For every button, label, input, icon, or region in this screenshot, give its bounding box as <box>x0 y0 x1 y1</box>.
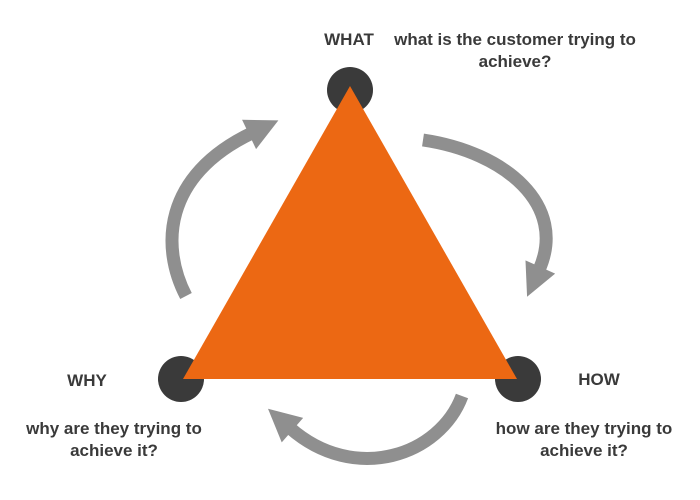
triangle-shape <box>183 86 517 379</box>
node-label-what: WHAT <box>324 30 374 49</box>
node-question-how: how are they trying to achieve it? <box>484 418 684 462</box>
node-question-what: what is the customer trying to achieve? <box>390 29 640 73</box>
question-line: what is the customer trying to <box>394 30 636 49</box>
node-label-why: WHY <box>67 371 107 390</box>
cycle-arrow-how-to-why-icon <box>267 393 469 465</box>
cycle-arrow-why-to-what-icon <box>165 119 279 299</box>
question-line: achieve? <box>478 52 552 71</box>
question-line: how are they trying to <box>495 419 673 438</box>
question-line: achieve it? <box>70 441 158 460</box>
node-label-how: HOW <box>578 370 620 389</box>
node-question-why: why are they trying to achieve it? <box>14 418 214 462</box>
question-line: why are they trying to <box>26 419 202 438</box>
cycle-arrow-what-to-how-icon <box>422 133 556 297</box>
question-line: achieve it? <box>540 441 628 460</box>
